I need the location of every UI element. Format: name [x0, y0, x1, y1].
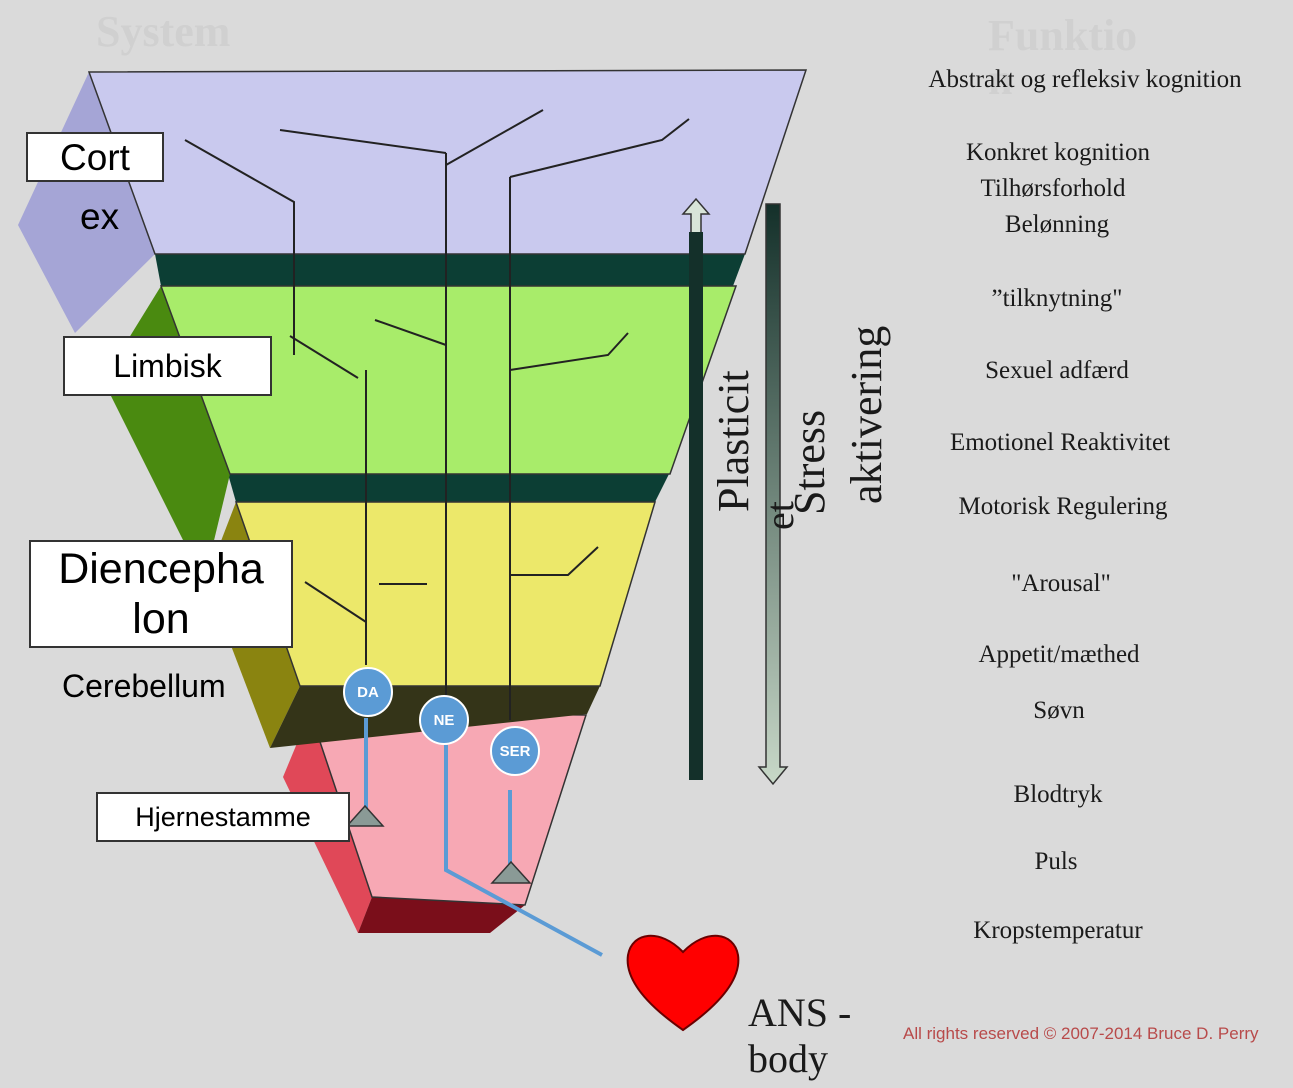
ser-node: SER — [490, 726, 540, 776]
function-item: Belønning — [1005, 212, 1109, 237]
cortex-label-text: Cort — [60, 137, 130, 178]
function-item: "Arousal" — [1011, 571, 1111, 596]
da-node: DA — [343, 667, 393, 717]
limbisk-label: Limbisk — [63, 336, 272, 396]
function-item: Sexuel adfærd — [985, 358, 1129, 383]
function-item: ”tilknytning" — [991, 286, 1122, 311]
ne-node: NE — [419, 695, 469, 745]
plasticitet-label: Plasticit — [712, 352, 762, 512]
ans-body-label: ANS - body — [748, 990, 851, 1082]
function-item: Puls — [1034, 849, 1077, 874]
copyright-text: All rights reserved © 2007-2014 Bruce D.… — [903, 1024, 1259, 1043]
limbic-band — [155, 254, 745, 286]
heart-icon — [628, 936, 739, 1030]
function-item: Abstrakt og refleksiv kognition — [928, 67, 1241, 92]
diencephalon-band — [228, 474, 669, 502]
cerebellum-label: Cerebellum — [62, 670, 226, 702]
arrow-up-icon — [689, 232, 703, 780]
function-item: Emotionel Reaktivitet — [950, 430, 1170, 455]
aktivering-label: aktivering — [845, 314, 895, 504]
cortex-label-cont: ex — [80, 198, 119, 235]
function-item: Konkret kognition — [966, 140, 1150, 165]
function-item: Blodtryk — [1014, 782, 1103, 807]
stress-label: Stress — [788, 385, 838, 515]
function-item: Kropstemperatur — [973, 918, 1142, 943]
function-item: Søvn — [1033, 698, 1084, 723]
function-item: Tilhørsforhold — [981, 176, 1126, 201]
function-item: Appetit/mæthed — [978, 642, 1139, 667]
cortex-label: Cort — [26, 132, 164, 182]
hjernestamme-label: Hjernestamme — [96, 792, 350, 842]
function-item: Motorisk Regulering — [958, 494, 1167, 519]
copyright-notice: All rights reserved © 2007-2014 Bruce D.… — [903, 1024, 1293, 1044]
